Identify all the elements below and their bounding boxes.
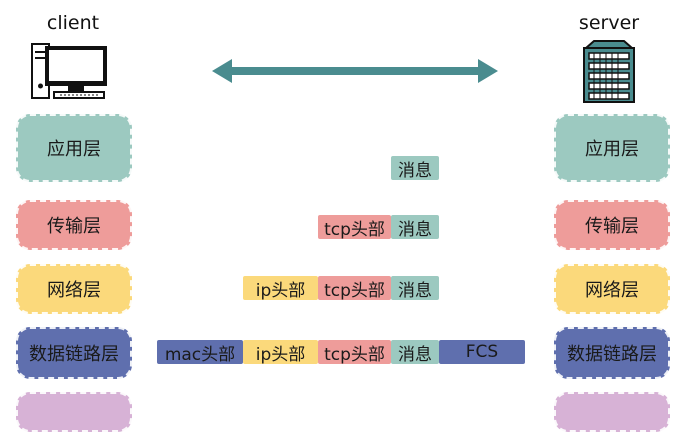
server-layer-network: 网络层	[554, 264, 670, 314]
server-layer-transport: 传输层	[554, 200, 670, 250]
packet-mac-header: mac头部	[157, 340, 243, 365]
packet-message: 消息	[391, 156, 439, 181]
packet-message: 消息	[391, 340, 439, 365]
client-layer-transport: 传输层	[16, 200, 132, 250]
server-layer-application: 应用层	[554, 114, 670, 182]
packet-ip-header: ip头部	[243, 276, 318, 301]
packet-tcp-header: tcp头部	[318, 215, 391, 240]
layer-label: 数据链路层	[29, 344, 119, 365]
server-layer-physical	[554, 392, 670, 432]
packet-fcs: FCS	[439, 340, 525, 364]
server-layer-datalink: 数据链路层	[554, 327, 670, 379]
double-arrow-icon	[212, 59, 498, 83]
packet-tcp-header: tcp头部	[318, 340, 391, 365]
layer-label: 应用层	[585, 139, 639, 160]
layer-label: 数据链路层	[567, 344, 657, 365]
desktop-computer-icon	[31, 43, 107, 99]
packet-tcp-header: tcp头部	[318, 276, 391, 301]
server-label: server	[578, 12, 640, 34]
layer-label: 网络层	[585, 280, 639, 301]
layer-label: 传输层	[585, 216, 639, 237]
client-layer-network: 网络层	[16, 264, 132, 314]
client-layer-application: 应用层	[16, 114, 132, 182]
layer-label: 传输层	[47, 216, 101, 237]
packet-message: 消息	[391, 215, 439, 240]
client-layer-physical	[16, 392, 132, 432]
server-rack-icon	[583, 40, 635, 103]
packet-message: 消息	[391, 276, 439, 301]
layer-label: 应用层	[47, 139, 101, 160]
client-layer-datalink: 数据链路层	[16, 327, 132, 379]
packet-ip-header: ip头部	[243, 340, 318, 365]
client-label: client	[46, 12, 100, 34]
layer-label: 网络层	[47, 280, 101, 301]
